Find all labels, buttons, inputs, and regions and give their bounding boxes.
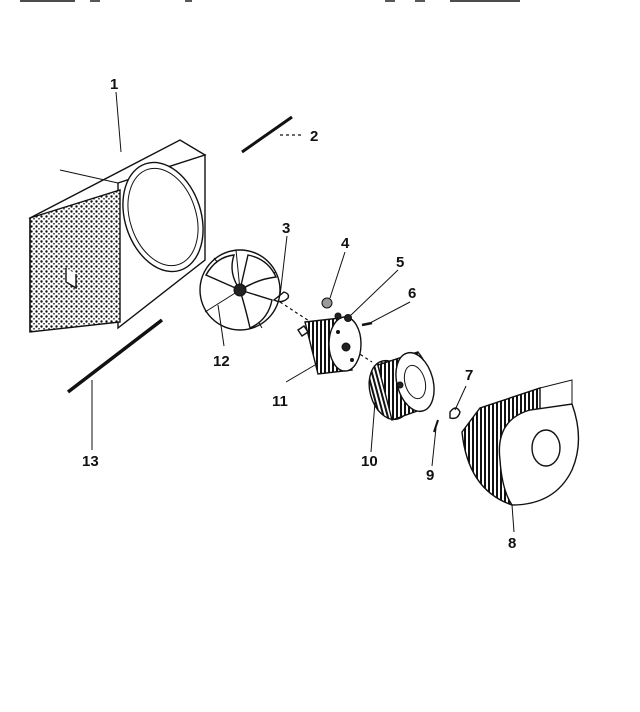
part-11-motor (297, 316, 362, 375)
leader-lines (91, 91, 515, 533)
callout-2: 2 (310, 128, 318, 145)
callout-6: 6 (408, 285, 416, 302)
callout-13: 13 (82, 453, 99, 470)
callout-10: 10 (361, 453, 378, 470)
part-5-washer (334, 312, 352, 322)
part-3-clip (272, 291, 290, 303)
callout-1: 1 (110, 76, 118, 93)
part-9-screw (433, 419, 439, 433)
part-7-clamp (449, 407, 461, 420)
callout-7: 7 (465, 367, 473, 384)
part-13-rod (66, 318, 164, 394)
part-10-blower-wheel (368, 351, 435, 421)
callout-4: 4 (341, 235, 350, 252)
part-8-scroll-housing (461, 379, 580, 506)
callout-12: 12 (213, 353, 230, 370)
part-12-fan-blade (199, 249, 281, 331)
callout-5: 5 (396, 254, 404, 271)
part-1-shroud (28, 139, 207, 333)
callout-3: 3 (282, 220, 290, 237)
callout-labels: 1 2 3 4 5 6 7 8 9 10 11 12 13 (82, 76, 516, 552)
callout-11: 11 (272, 393, 288, 410)
callout-9: 9 (426, 467, 434, 484)
part-4-nut (321, 297, 333, 309)
part-2-rod (241, 115, 302, 154)
callout-8: 8 (508, 535, 516, 552)
